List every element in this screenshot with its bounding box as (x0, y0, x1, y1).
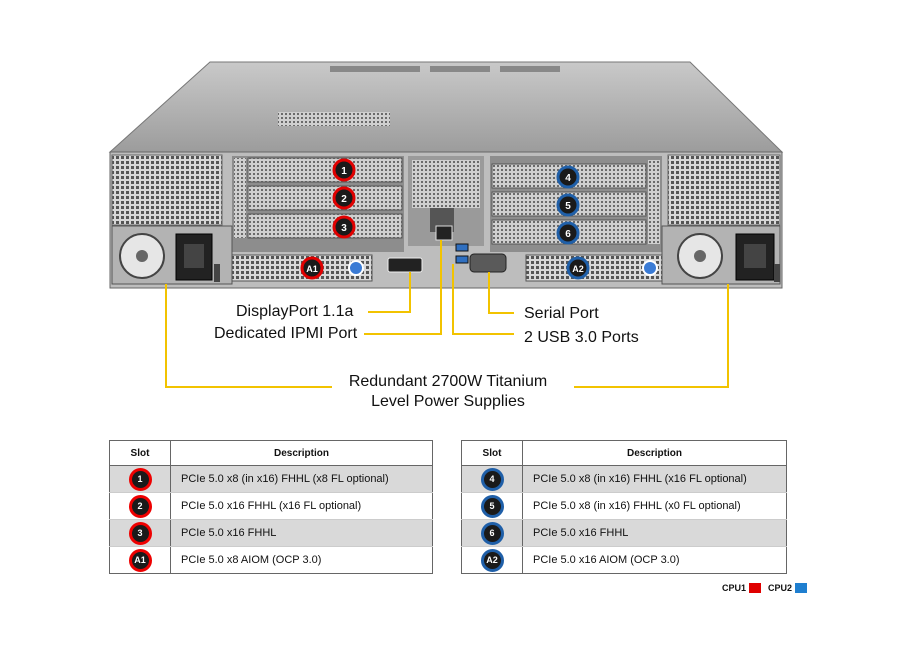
table-row: A2 PCIe 5.0 x16 AIOM (OCP 3.0) (461, 546, 787, 574)
table-row: 2 PCIe 5.0 x16 FHHL (x16 FL optional) (109, 492, 433, 520)
table-row: 4 PCIe 5.0 x8 (in x16) FHHL (x16 FL opti… (461, 465, 787, 493)
cpu2-legend-label: CPU2 (768, 583, 793, 593)
svg-text:1: 1 (341, 166, 347, 177)
power-supplies-line1: Redundant 2700W Titanium (348, 373, 548, 390)
slot-badge: 5 (480, 494, 504, 518)
slot-badge: A2 (480, 548, 504, 572)
svg-text:A2: A2 (572, 264, 584, 274)
displayport-label: DisplayPort 1.1a (236, 303, 354, 320)
cpu2-legend-swatch (795, 583, 808, 593)
slot-badge: 4 (480, 467, 504, 491)
svg-text:4: 4 (565, 173, 571, 184)
slot-badge: 2 (128, 494, 152, 518)
usb-port (455, 255, 469, 264)
right-psu-grill (667, 154, 781, 226)
serial-port (469, 253, 507, 273)
serial-port-label: Serial Port (524, 305, 599, 322)
cpu1-legend-swatch (749, 583, 762, 593)
slot-badge: 6 (480, 521, 504, 545)
left-psu-grill (111, 154, 223, 226)
slot-description: PCIe 5.0 x8 (in x16) FHHL (x8 FL optiona… (170, 465, 433, 493)
slot-column-header: Slot (461, 440, 523, 466)
chassis-top (108, 61, 784, 153)
slot-marker: 2 (332, 186, 356, 210)
svg-text:A1: A1 (306, 264, 318, 274)
slot-marker: A2 (566, 256, 590, 280)
cpu1-legend-label: CPU1 (722, 583, 747, 593)
slot-badge: 3 (128, 521, 152, 545)
slot-description: PCIe 5.0 x16 FHHL (522, 519, 787, 547)
svg-text:5: 5 (565, 201, 571, 212)
slot-marker: 4 (556, 165, 580, 189)
slot-badge: A1 (128, 548, 152, 572)
description-column-header: Description (170, 440, 433, 466)
slot-marker: 3 (332, 215, 356, 239)
power-inlet (175, 233, 213, 281)
table-row: 1 PCIe 5.0 x8 (in x16) FHHL (x8 FL optio… (109, 465, 433, 493)
cpu1-slot-table: Slot Description 1 PCIe 5.0 x8 (in x16) … (109, 440, 433, 574)
slot-column-header: Slot (109, 440, 171, 466)
power-supplies-line2: Level Power Supplies (371, 393, 525, 410)
table-row: 3 PCIe 5.0 x16 FHHL (109, 519, 433, 547)
slot-description: PCIe 5.0 x8 AIOM (OCP 3.0) (170, 546, 433, 574)
server-rear-diagram: 1 2 3 A1 4 5 6 A2 (108, 61, 784, 388)
pcie-slot-bracket (247, 157, 403, 183)
cpu2-slot-table: Slot Description 4 PCIe 5.0 x8 (in x16) … (461, 440, 787, 574)
slot-marker: 6 (556, 221, 580, 245)
top-vent (278, 112, 390, 126)
ipmi-port-label: Dedicated IPMI Port (214, 325, 358, 342)
usb-ports-label: 2 USB 3.0 Ports (524, 329, 639, 346)
pcie-slot-bracket (247, 185, 403, 211)
callout-lines (165, 240, 729, 388)
slot-badge: 1 (128, 467, 152, 491)
center-vent (412, 160, 480, 208)
ipmi-port (435, 225, 453, 241)
description-column-header: Description (522, 440, 787, 466)
table-row: A1 PCIe 5.0 x8 AIOM (OCP 3.0) (109, 546, 433, 574)
slot-marker: A1 (300, 256, 324, 280)
pcie-slot-bracket (247, 213, 403, 239)
slot-description: PCIe 5.0 x16 FHHL (170, 519, 433, 547)
table-row: 5 PCIe 5.0 x8 (in x16) FHHL (x0 FL optio… (461, 492, 787, 520)
usb-port (455, 243, 469, 252)
slot-description: PCIe 5.0 x8 (in x16) FHHL (x16 FL option… (522, 465, 787, 493)
aiom-slot-right (525, 254, 663, 282)
cpu-legend: CPU1 CPU2 (722, 583, 811, 593)
slot-description: PCIe 5.0 x8 (in x16) FHHL (x0 FL optiona… (522, 492, 787, 520)
svg-text:2: 2 (341, 194, 347, 205)
slot-description: PCIe 5.0 x16 FHHL (x16 FL optional) (170, 492, 433, 520)
slot-marker: 1 (332, 158, 356, 182)
slot-marker: 5 (556, 193, 580, 217)
displayport-port (387, 257, 423, 273)
table-row: 6 PCIe 5.0 x16 FHHL (461, 519, 787, 547)
svg-text:3: 3 (341, 223, 347, 234)
slot-description: PCIe 5.0 x16 AIOM (OCP 3.0) (522, 546, 787, 574)
svg-text:6: 6 (565, 229, 571, 240)
power-supplies-label: Redundant 2700W Titanium Level Power Sup… (334, 372, 562, 412)
